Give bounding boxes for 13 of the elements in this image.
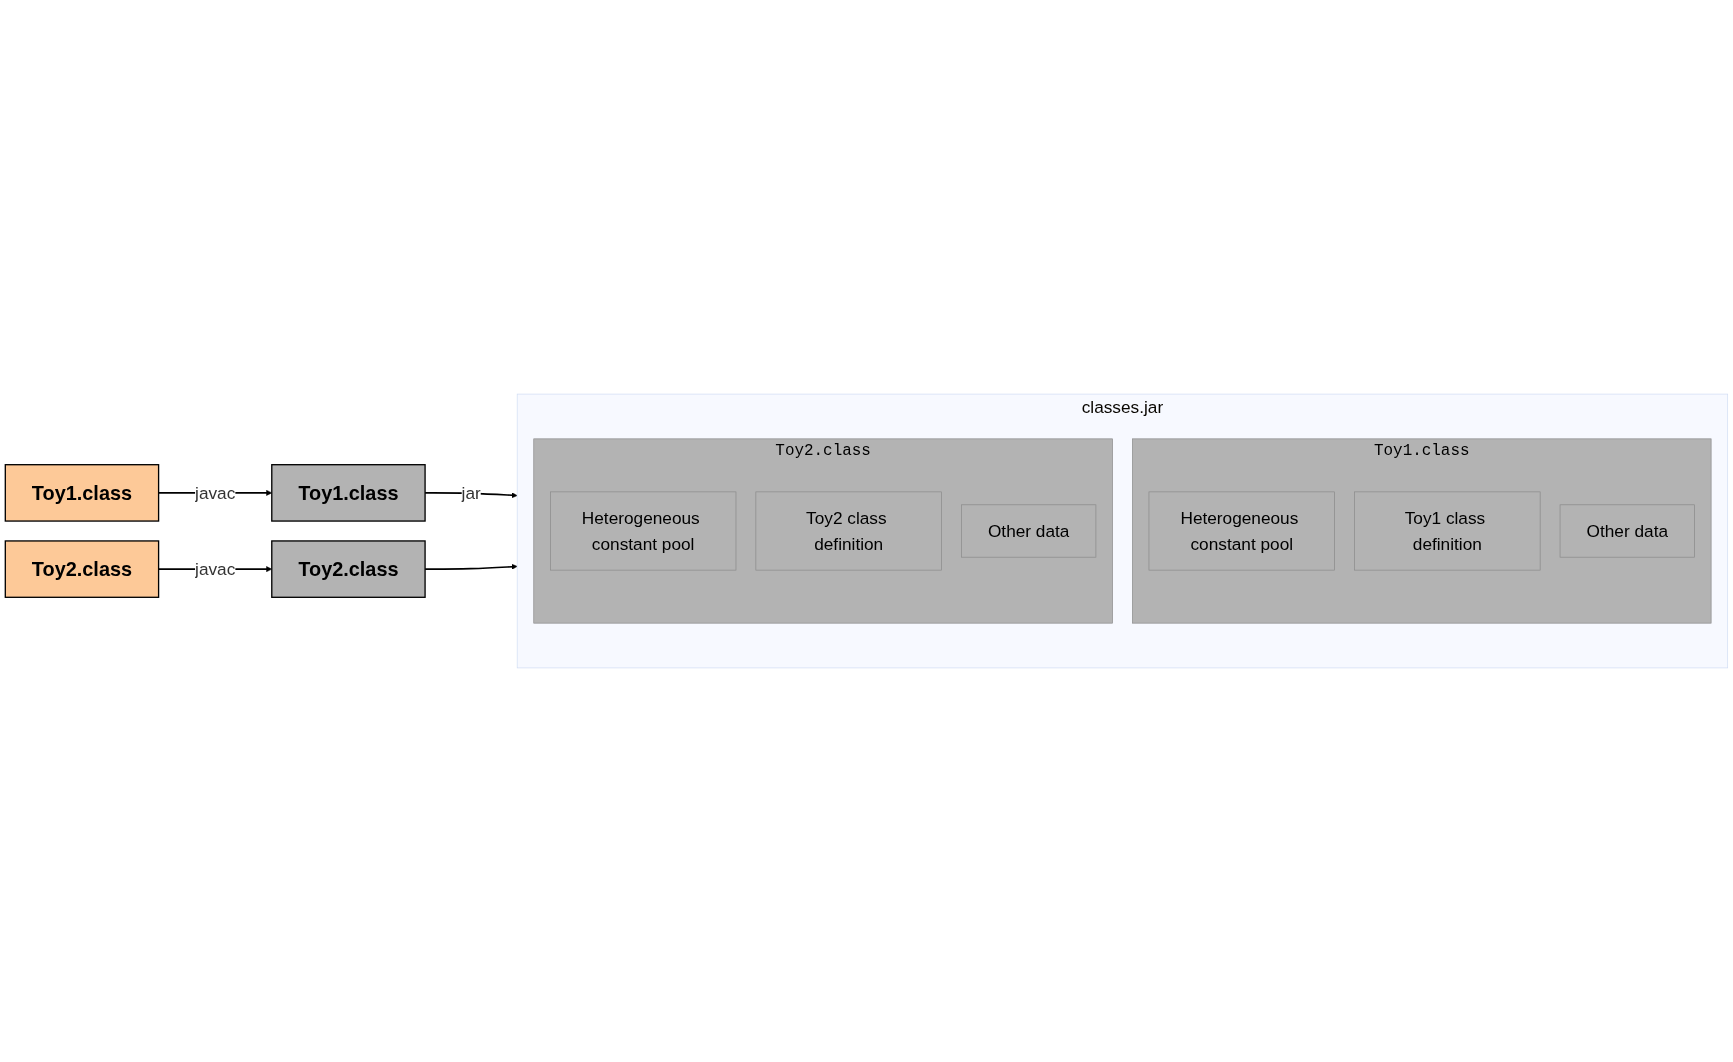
node-box: Heterogeneous constant pool [550, 491, 737, 571]
node-box: Toy1.class [271, 464, 426, 522]
node-box: Toy1 class definition [1354, 491, 1541, 571]
node-box: Toy2.class [271, 540, 426, 598]
edge-label: javac [195, 558, 236, 579]
node-box: Toy1.class [4, 464, 160, 522]
node-box: Toy2 class definition [755, 491, 942, 571]
node-box: Other data [1559, 504, 1695, 558]
node-box: Other data [961, 504, 1097, 558]
node-box: Toy2.class [4, 540, 160, 598]
node-box: Heterogeneous constant pool [1148, 491, 1335, 571]
edge-label: javac [195, 482, 236, 503]
edge-label: jar [461, 482, 481, 503]
